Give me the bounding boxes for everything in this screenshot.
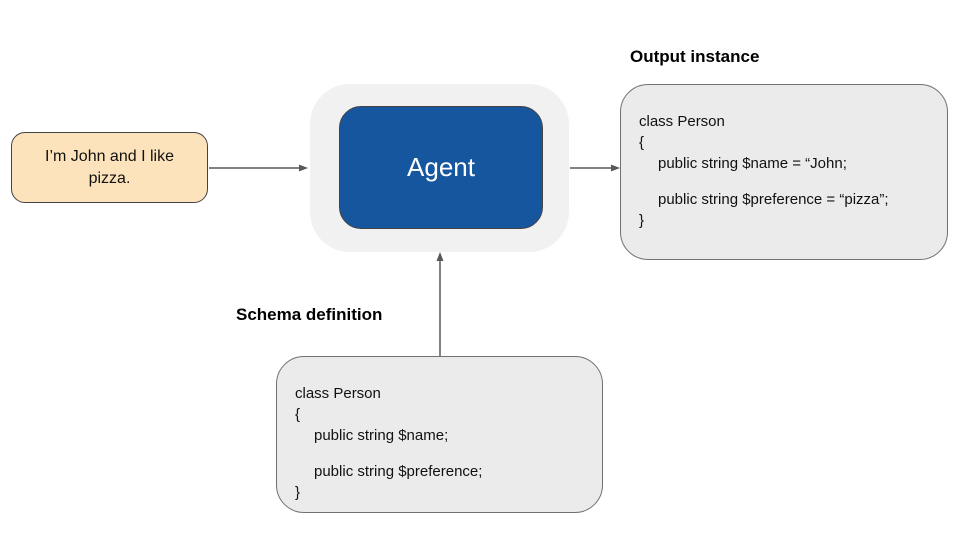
code-line: } (639, 212, 645, 229)
code-line: class Person (639, 113, 725, 130)
output-instance-box: class Person { public string $name = “Jo… (620, 84, 948, 260)
arrow-agent-to-output (570, 164, 620, 172)
agent-label: Agent (407, 152, 475, 182)
code-line: public string $name = “John; (658, 155, 847, 172)
output-instance-title: Output instance (630, 47, 760, 66)
arrow-schema-to-agent (436, 252, 444, 356)
arrow-input-to-agent (209, 164, 308, 172)
code-line: } (295, 484, 301, 501)
schema-definition-box: class Person { public string $name; publ… (276, 356, 603, 513)
code-line: class Person (295, 385, 381, 402)
input-message-box: I’m John and I like pizza. (11, 132, 208, 203)
agent-box: Agent (339, 106, 543, 229)
code-line-blank (639, 174, 937, 189)
input-message-text: I’m John and I like pizza. (45, 147, 174, 187)
code-line: public string $preference; (314, 463, 483, 480)
schema-definition-title: Schema definition (236, 305, 383, 324)
code-line: { (639, 134, 645, 151)
code-line: { (295, 406, 301, 423)
code-line: public string $name; (314, 427, 449, 444)
code-line-blank (295, 446, 592, 461)
code-line: public string $preference = “pizza”; (658, 191, 889, 208)
